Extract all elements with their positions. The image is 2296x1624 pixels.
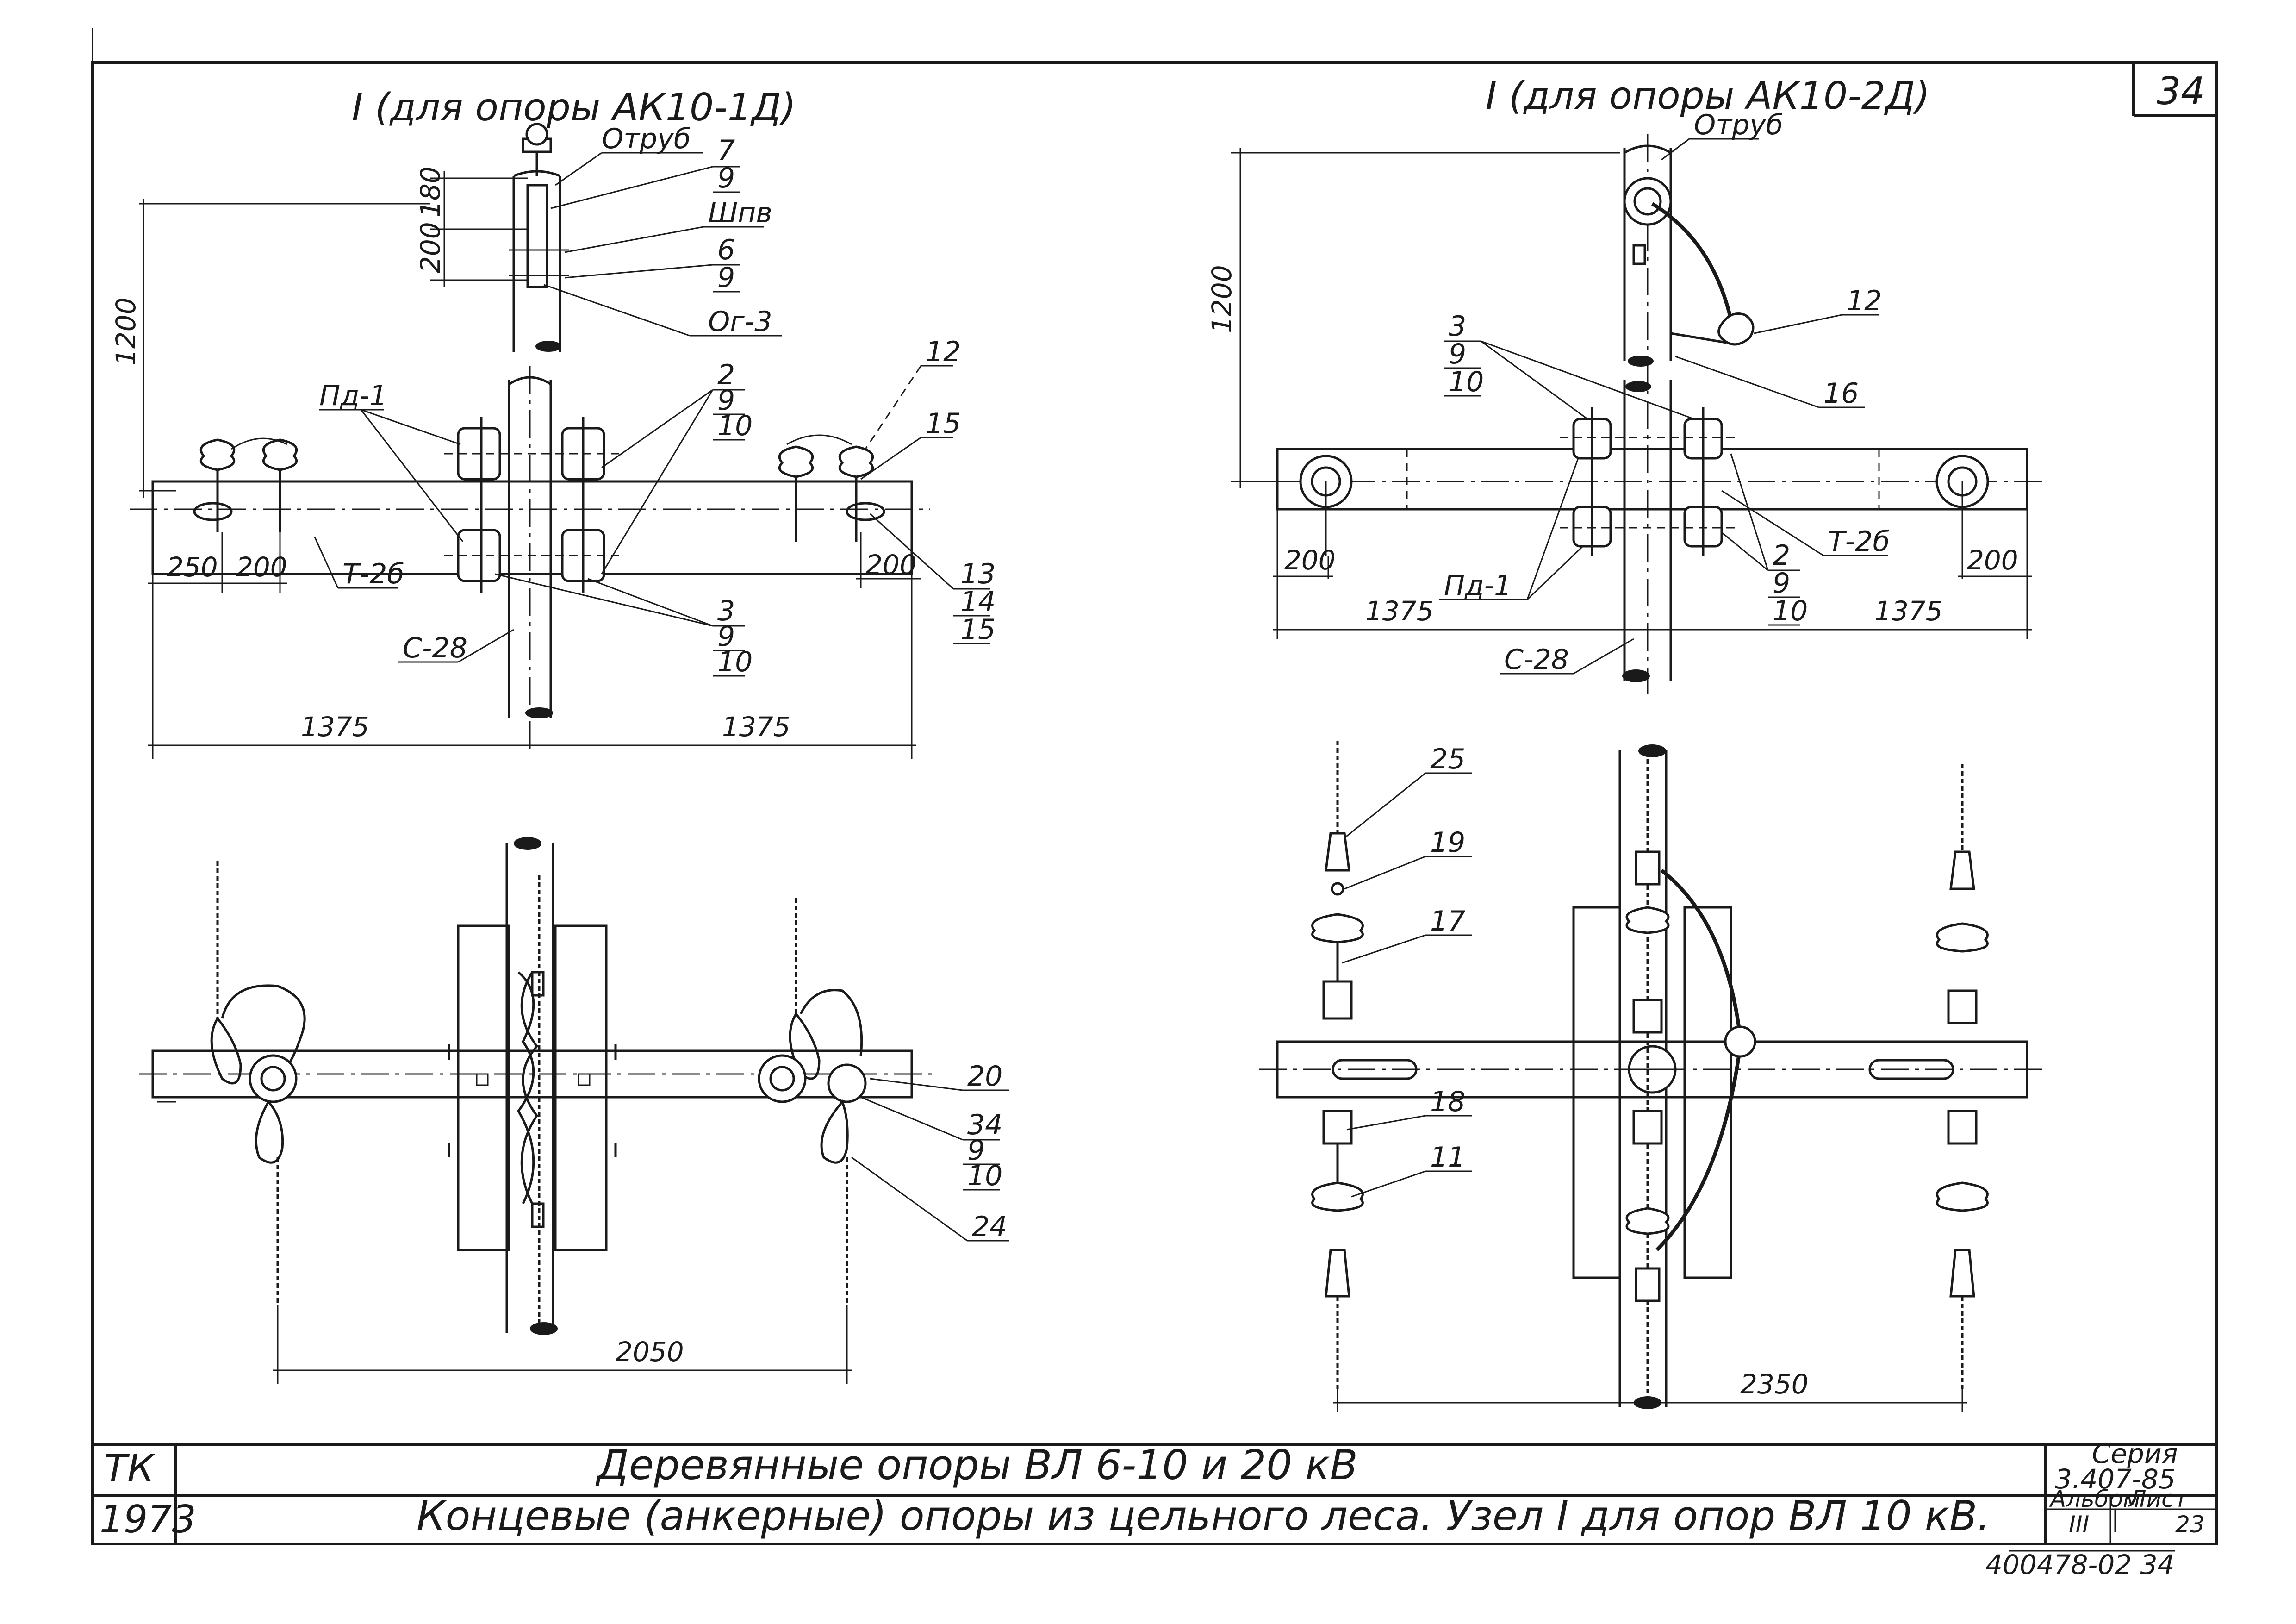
drawing-label: 12 — [1847, 285, 1882, 317]
drawing-label: Т-2б — [1828, 525, 1890, 558]
drawing-label: 200 — [236, 551, 287, 583]
drawing-label: Ог-3 — [708, 306, 772, 338]
dims-stub: 180 200 — [415, 166, 528, 287]
view-bottom-left: 20 34 9 10 24 2050 — [139, 837, 1009, 1384]
drawing-label: 14 — [960, 586, 996, 618]
drawing-label: 1375 — [1874, 595, 1943, 627]
dim-200-vert: 200 — [415, 222, 446, 273]
drawing-label: Отруб — [1694, 109, 1783, 141]
labels-upper-stub: Отруб 7 9 Шпв 6 9 Ог-3 — [543, 123, 782, 338]
dim-180: 180 — [415, 166, 446, 218]
drawing-label: 7 — [717, 134, 735, 167]
drawing-label: 9 — [717, 162, 735, 194]
drawing-label: 12 — [926, 336, 961, 368]
title-block: ТК 1973 Деревянные опоры ВЛ 6-10 и 20 кВ… — [93, 1438, 2217, 1580]
org-code: ТК — [104, 1447, 156, 1491]
drawing-label: 2 — [1773, 539, 1790, 572]
series-value: 3.407-85 — [2055, 1463, 2176, 1495]
drawing-subtitle: Концевые (анкерные) опоры из цельного ле… — [417, 1492, 1990, 1540]
drawing-title: Деревянные опоры ВЛ 6-10 и 20 кВ — [595, 1441, 1358, 1489]
drawing-label: 3 — [1449, 310, 1466, 343]
labels-crossarm-top-left: Пд-1 2 9 10 12 15 13 14 15 3 — [314, 336, 996, 678]
heading-ak10-2d: I (для опоры АК10-2Д) — [1486, 74, 1930, 118]
drawing-label: 200 — [1967, 544, 2018, 576]
dims-bottom-top-left: 250 200 200 1375 1375 — [148, 532, 921, 759]
pole-top-right — [1622, 134, 1755, 694]
drawing-label: 2350 — [1740, 1368, 1809, 1400]
sheet-label: Лист — [2128, 1486, 2189, 1512]
drawing-label: 34 — [967, 1109, 1002, 1141]
drawing-label: 2 — [717, 359, 735, 391]
dims-top-right: 200 200 1375 1375 — [1273, 509, 2032, 639]
drawing-label: 10 — [967, 1160, 1002, 1192]
drawing-label: Пд-1 — [319, 380, 387, 412]
drawing-label: 9 — [1773, 567, 1790, 600]
view-bottom-right: 25 19 17 18 11 2350 — [1259, 741, 2046, 1412]
sheet-number: 34 — [2157, 69, 2205, 113]
drawing-label: С-28 — [1504, 643, 1569, 676]
drawing-label: 13 — [960, 558, 996, 590]
drawing-label: 24 — [972, 1211, 1007, 1243]
drawing-label: Шпв — [708, 197, 772, 229]
drawing-label: 200 — [865, 549, 917, 581]
drawing-label: 19 — [1430, 826, 1465, 859]
drawing-label: Отруб — [602, 123, 691, 155]
drawing-label: 15 — [926, 407, 961, 440]
drawing-label: 10 — [717, 410, 753, 442]
dim-1200: 1200 — [110, 297, 142, 366]
drawing-label: 20 — [967, 1060, 1002, 1093]
dim-1200-right: 1200 — [1206, 148, 1620, 488]
series-label: Серия — [2092, 1438, 2178, 1469]
drawing-label: 16 — [1823, 377, 1859, 410]
drawing-label: С-28 — [403, 632, 467, 664]
view-top-right: I (для опоры АК10-2Д) 1200 Отруб — [1206, 74, 2046, 694]
drawing-label: 1375 — [301, 711, 369, 743]
labels-top-right: 3 9 10 16 Т-2б Пд-1 2 9 10 — [1439, 310, 1890, 676]
drawing-label: 10 — [717, 646, 753, 678]
drawing-label: 6 — [717, 234, 735, 266]
year: 1973 — [100, 1498, 196, 1542]
heading-ak10-1d: I (для опоры АК10-1Д) — [352, 86, 796, 130]
drawing-label: 9 — [717, 262, 735, 294]
drawing-label: 3 — [717, 595, 735, 627]
drawing-label: 25 — [1430, 743, 1465, 775]
drawing-label: 11 — [1430, 1141, 1465, 1174]
drawing-label: 1375 — [1365, 595, 1434, 627]
drawing-label: 200 — [1284, 544, 1336, 576]
drawing-label: 250 — [167, 551, 218, 583]
archive-number: 400478-02 34 — [1985, 1549, 2174, 1580]
drawing-label: Т-2б — [342, 558, 404, 590]
drawing-label: Пд-1 — [1444, 569, 1512, 602]
dim-1200-left: 1200 — [110, 199, 430, 498]
sheet-frame — [91, 28, 2218, 1545]
crossarm-assembly-top-left — [130, 366, 930, 750]
drawing-label: 10 — [1773, 595, 1808, 627]
drawing-label: 17 — [1430, 905, 1465, 937]
drawing-label: 18 — [1430, 1086, 1465, 1118]
view-top-left: I (для опоры АК10-1Д) 180 200 — [110, 86, 996, 759]
drawing-label: 2050 — [616, 1336, 684, 1368]
drawing-label: 9 — [1449, 338, 1466, 370]
sheet-value: 23 — [2175, 1511, 2205, 1538]
drawing-label: 10 — [1449, 366, 1484, 398]
upper-pole-stub — [509, 123, 569, 352]
crossarm-top-right — [1259, 407, 2046, 556]
drawing-label: 1200 — [1206, 265, 1238, 333]
album-label: Альбом — [2049, 1486, 2140, 1512]
album-value: III — [2069, 1511, 2089, 1538]
drawing-label: 15 — [960, 613, 996, 646]
drawing-label: 1375 — [722, 711, 790, 743]
